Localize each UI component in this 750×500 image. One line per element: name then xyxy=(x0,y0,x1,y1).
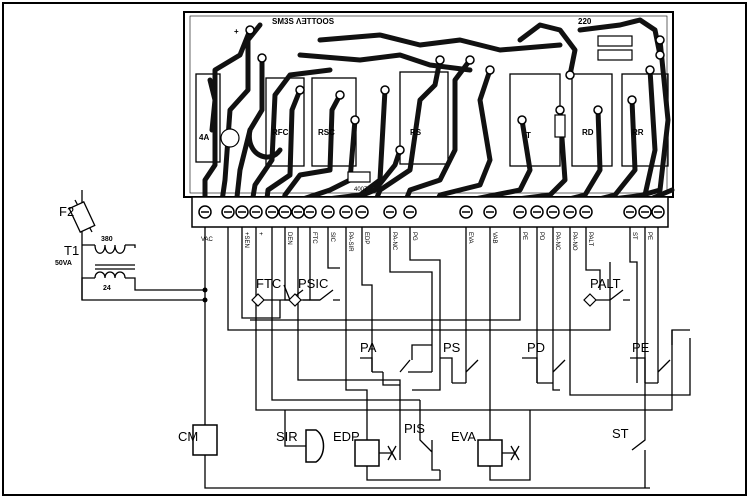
diode-4007 xyxy=(347,171,371,183)
transformer-primary-label: 380 xyxy=(101,236,113,243)
label-eva: EVA xyxy=(451,429,476,444)
terminal-label: DEN xyxy=(286,232,292,245)
fuse-label: 4A xyxy=(199,133,209,142)
plus-mark: + xyxy=(234,27,239,36)
terminal-label: VAC xyxy=(201,237,214,243)
valve-eva xyxy=(502,445,520,461)
transformer-secondary-label: 24 xyxy=(103,285,111,292)
label-edp: EDP xyxy=(333,429,360,444)
relay-rd xyxy=(571,73,613,167)
sensor-glyphs xyxy=(251,293,597,307)
transformer-name: T1 xyxy=(64,243,79,258)
label-pd: PD xyxy=(527,340,545,355)
siren-sir xyxy=(305,429,325,463)
resistor-1 xyxy=(597,35,633,47)
label-pa: PA xyxy=(360,340,377,355)
terminal-label: EDP xyxy=(363,232,369,244)
diode-label: 4007 xyxy=(354,187,368,193)
relay-label-rfc: RFC xyxy=(272,128,289,137)
label-ftc: FTC xyxy=(256,276,281,291)
relay-label-rs: RS xyxy=(410,128,422,137)
label-st: ST xyxy=(612,426,629,441)
transformer-section: F2 T1 50VA 380 24 xyxy=(55,190,205,301)
resistor-2 xyxy=(597,49,633,61)
coil-cm xyxy=(192,424,218,456)
label-pe: PE xyxy=(632,340,650,355)
component-labels: FTC PSIC PALT PA PS PD PE CM SIR EDP PIS… xyxy=(178,276,650,444)
terminal-label: PD xyxy=(538,232,544,241)
terminal-block xyxy=(191,196,669,228)
terminal-label: PALT xyxy=(587,232,593,246)
terminal-label: PA-NC xyxy=(554,232,560,251)
terminal-label: SIC xyxy=(329,232,335,243)
fuse-holder xyxy=(195,73,221,163)
relay-label-rsc: RSC xyxy=(318,128,335,137)
terminal-label: + xyxy=(257,232,263,236)
fuse-label: F2 xyxy=(59,204,74,219)
label-psic: PSIC xyxy=(298,276,328,291)
capacitor xyxy=(220,128,240,148)
resistor-3 xyxy=(554,114,566,138)
terminal-label: +SEN xyxy=(243,232,249,248)
transformer-secondary xyxy=(94,271,126,279)
terminal-label: PA-NO xyxy=(571,232,577,251)
transformer-rating: 50VA xyxy=(55,260,72,267)
terminal-label: VAB xyxy=(491,232,497,244)
relay-label-rr: RR xyxy=(632,128,644,137)
valve-edp xyxy=(379,445,397,461)
terminal-label: ST xyxy=(631,232,637,240)
voltage-label: 220 xyxy=(578,17,592,26)
transformer-primary xyxy=(94,244,126,254)
label-pis: PIS xyxy=(404,421,425,436)
terminal-label: FTC xyxy=(311,232,317,244)
terminal-screws xyxy=(198,205,665,219)
relay-label-rd: RD xyxy=(582,128,594,137)
coil-eva xyxy=(477,439,503,467)
terminal-label: PG xyxy=(411,232,417,241)
switch-st xyxy=(631,425,646,455)
label-cm: CM xyxy=(178,429,198,444)
fuse-f2 xyxy=(68,200,96,234)
label-palt: PALT xyxy=(590,276,621,291)
board-brand: SM3S ΛƎTTOOS xyxy=(272,17,335,26)
terminal-label: PA-SIR xyxy=(347,232,353,252)
label-sir: SIR xyxy=(276,429,298,444)
terminal-labels: VAC +SEN + DEN FTC SIC PA-SIR EDP PA-NC PG EVA VAB P… xyxy=(201,232,652,252)
pcb-board: SM3S ΛƎTTOOS 220 4007 4A RFC RSC RS T RD… xyxy=(183,11,675,228)
terminal-label: EVA xyxy=(467,232,473,244)
relay-label-t: T xyxy=(526,131,531,140)
label-ps: PS xyxy=(443,340,461,355)
relay-rs xyxy=(399,71,449,165)
field-wiring xyxy=(192,227,691,489)
terminal-label: PE xyxy=(646,232,652,240)
terminal-label: PA-NC xyxy=(391,232,397,251)
terminal-label: PE xyxy=(521,232,527,240)
